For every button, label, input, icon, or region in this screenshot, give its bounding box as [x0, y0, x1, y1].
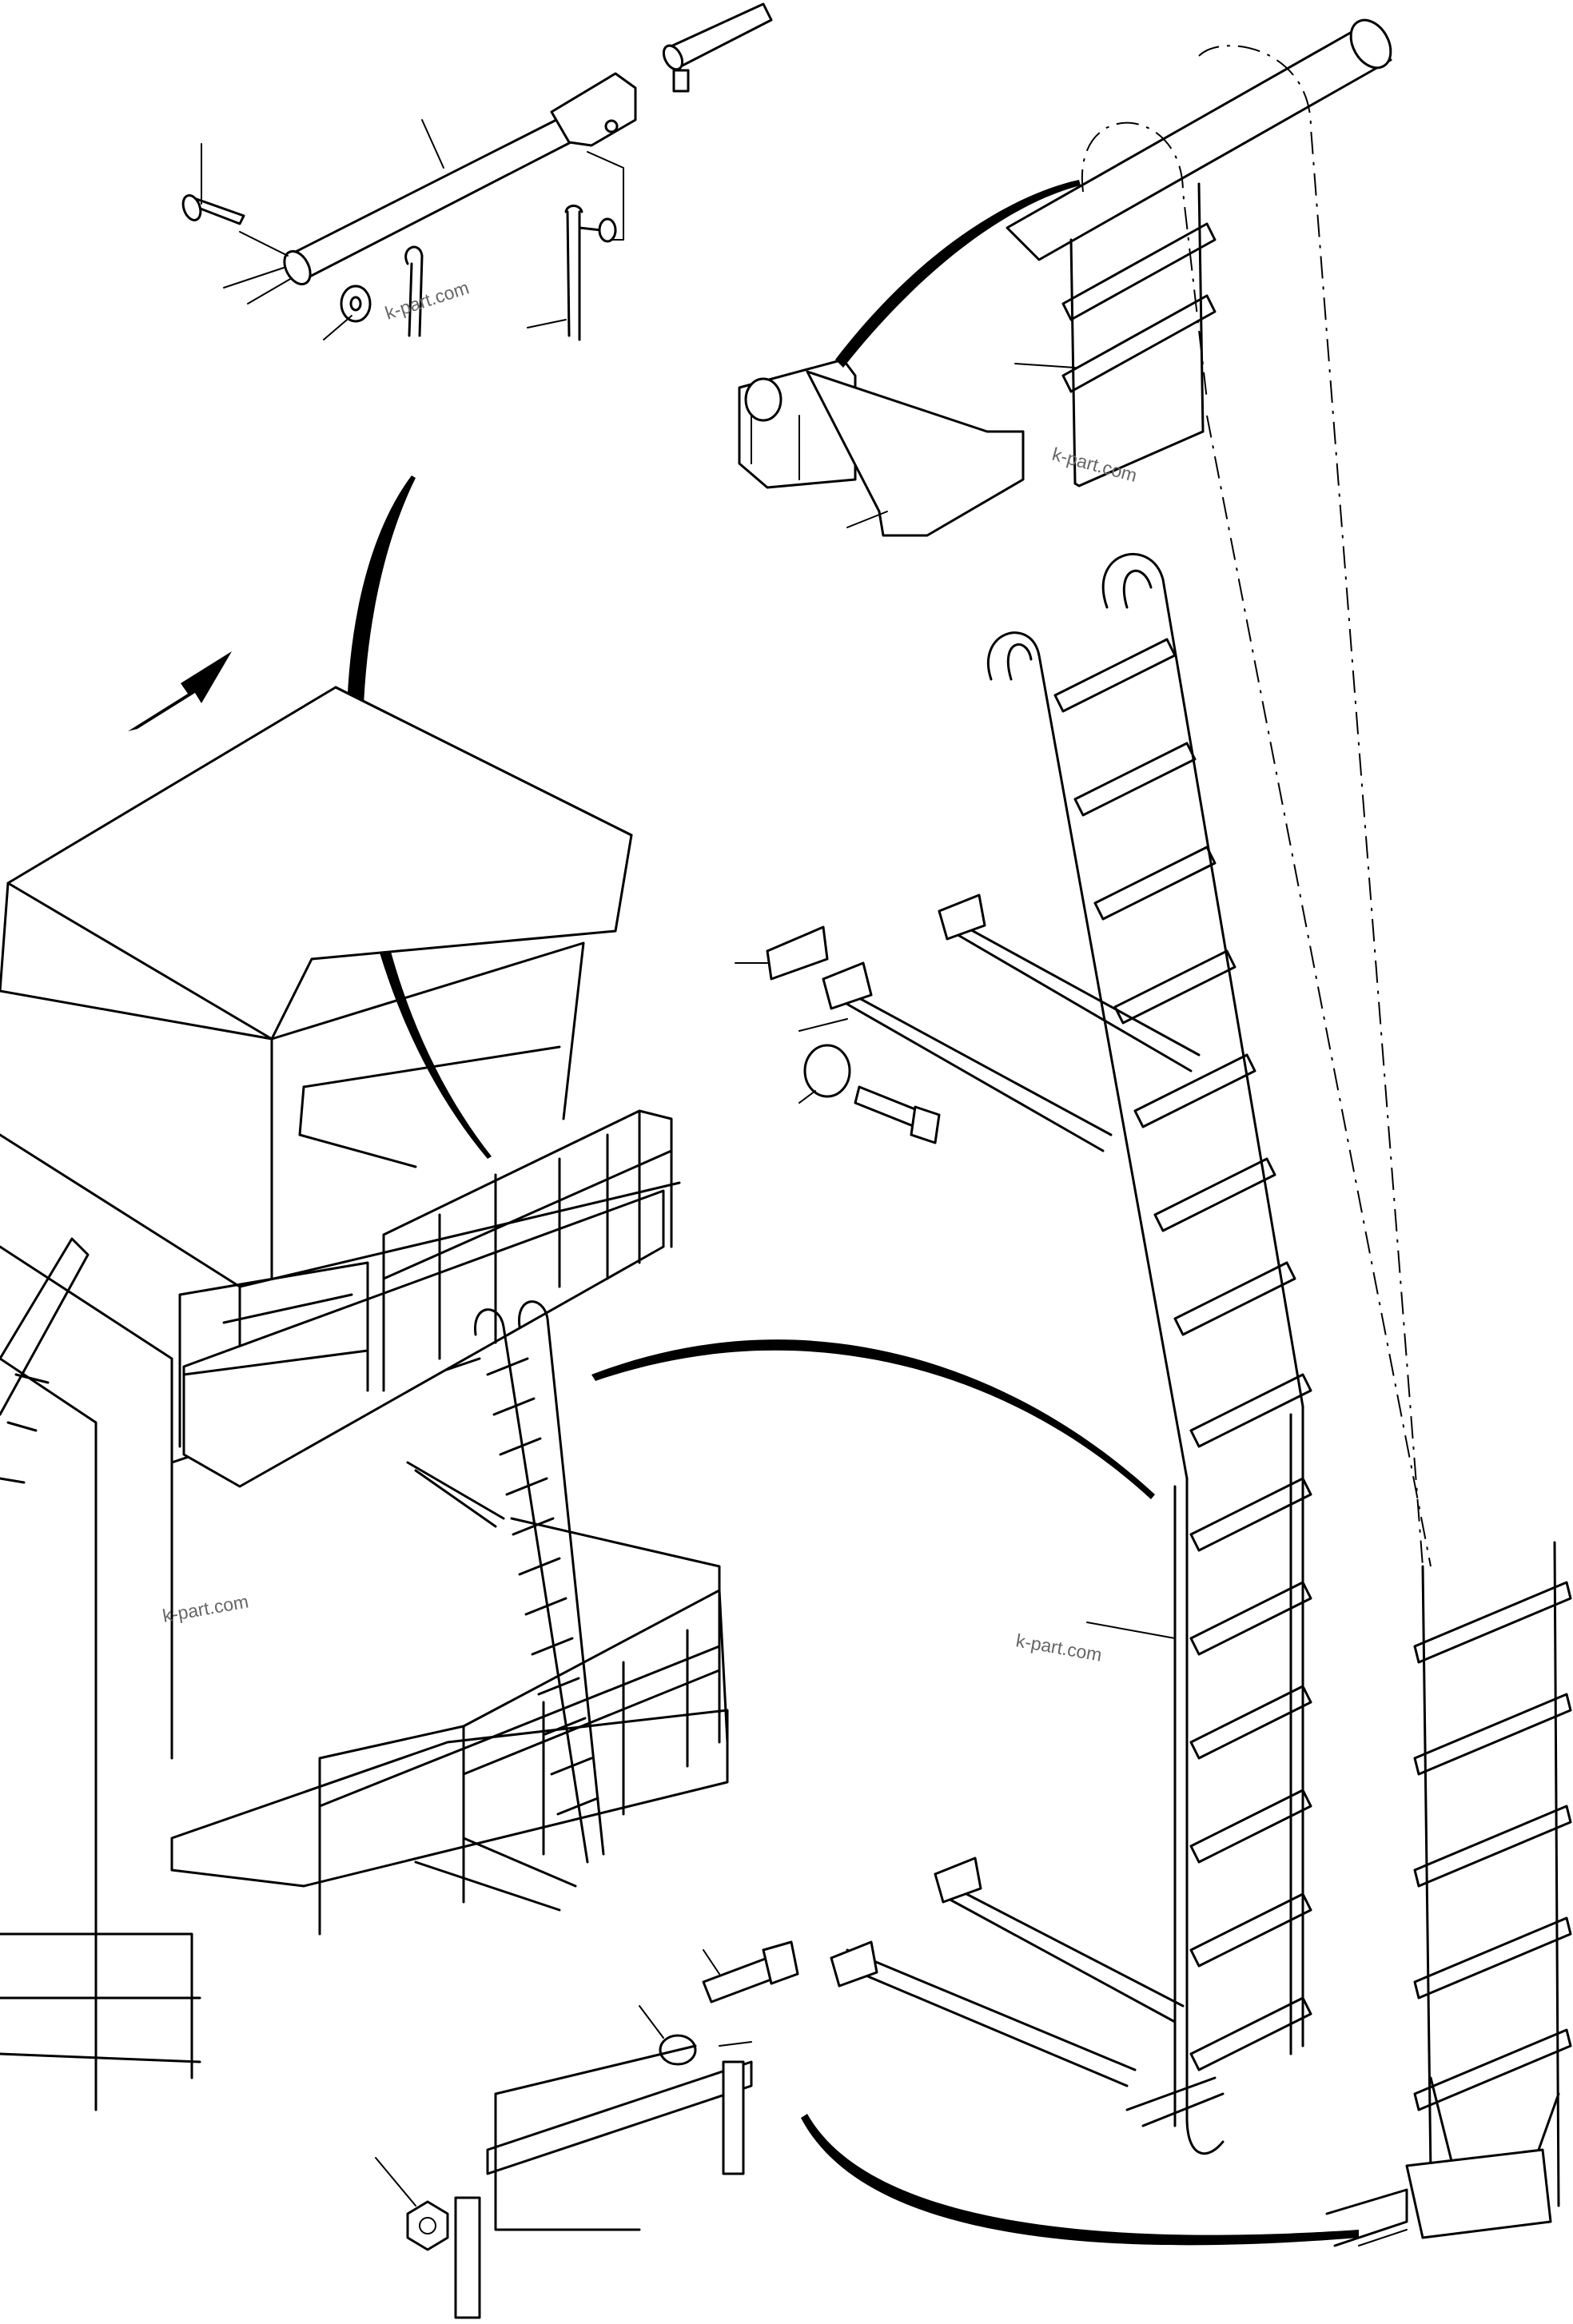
step-base [1405, 2148, 1552, 2239]
upper-tube [1006, 26, 1392, 261]
lower-deck [170, 1709, 729, 1888]
short-ladder-rails [1069, 182, 1205, 485]
watermark-4: k-part.com [1014, 1630, 1104, 1665]
folding-step [1325, 1541, 1572, 2247]
clamp-pivot [744, 377, 783, 422]
cotter-pin [404, 245, 424, 337]
upper-railing [178, 1109, 673, 1448]
machine-body: k-part.com [0, 686, 729, 2111]
hex-nut [406, 2200, 449, 2251]
direction-indicator: F [128, 651, 232, 731]
tube-clip [672, 69, 690, 93]
cab-roof [0, 686, 633, 1041]
wall-plate [587, 151, 624, 241]
step-hook [1325, 2188, 1408, 2247]
watermark-3: k-part.com [161, 1590, 250, 1626]
hook-arm [806, 370, 1025, 537]
hook-bracket-assembly: k-part.com [738, 18, 1432, 1567]
ladder-rail-left [987, 631, 1189, 1480]
arrow-right-icon [128, 651, 232, 731]
machine-ladder [474, 1300, 605, 1864]
arm-end [283, 249, 312, 286]
bolt-head [910, 1105, 941, 1144]
clamp-strap-left [454, 2196, 481, 2319]
left-stairs [0, 1237, 90, 1484]
clamp-bar [486, 2060, 753, 2175]
l-pin [564, 205, 617, 341]
watermark-1: k-part.com [383, 277, 472, 323]
bolt-shank [854, 1085, 921, 1128]
pivot-arm-assembly: k-part.com [181, 2, 773, 341]
standoff-lower [842, 1948, 1137, 2087]
standoff-low-top [946, 1884, 1185, 2024]
spacer-block [766, 925, 829, 981]
ladder-rungs-upper [1053, 638, 1296, 1336]
main-ladder: k-part.com [987, 552, 1312, 2155]
ladder-rungs-lower [1189, 1373, 1312, 2071]
lower-bolt [702, 1956, 777, 2004]
spacer-tube [803, 1044, 851, 1098]
short-ladder-rungs [1061, 222, 1217, 393]
callout-arrows [346, 180, 1359, 2246]
upper-deck [182, 1189, 665, 1488]
clamp-strap-right [722, 2060, 745, 2175]
standoff-top [950, 917, 1201, 1072]
washer [340, 285, 372, 323]
lower-stairs [0, 1932, 201, 2111]
step-rails [1421, 1541, 1560, 2207]
standoff-upper [830, 981, 1113, 1152]
swoosh-bottom [801, 2114, 1359, 2246]
bracket-hole [604, 119, 619, 133]
ladder-rail-right [1101, 552, 1304, 1408]
arm-bracket [550, 72, 637, 147]
step-rungs [1413, 1581, 1572, 2111]
swoosh-mid [591, 1339, 1155, 1499]
standoff-brackets [375, 893, 1201, 2319]
